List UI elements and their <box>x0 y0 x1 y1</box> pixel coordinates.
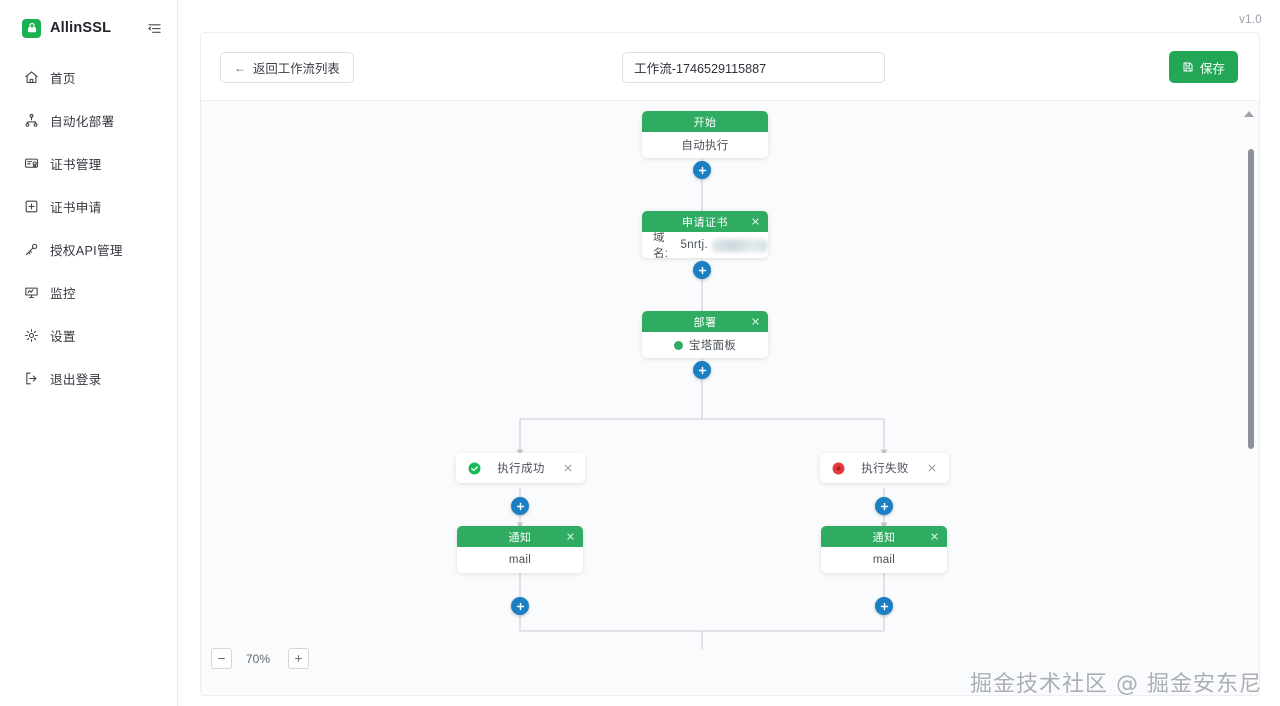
key-icon <box>23 241 39 257</box>
close-icon[interactable] <box>561 462 574 475</box>
certificate-manage-icon <box>23 155 39 171</box>
workflow-node-condition-success[interactable]: 执行成功 <box>456 453 585 483</box>
save-button[interactable]: 保存 <box>1168 51 1238 83</box>
canvas-zoom-controls: 70% <box>211 648 309 669</box>
workflow-canvas[interactable]: 开始 自动执行 申请证书 <box>201 101 1259 695</box>
brand-header: AllinSSL <box>0 8 177 48</box>
sidebar-item-label: 首页 <box>50 71 76 86</box>
workflow-node-condition-fail[interactable]: 执行失败 <box>820 453 949 483</box>
sidebar-item-label: 监控 <box>50 286 76 301</box>
save-button-label: 保存 <box>1199 61 1225 76</box>
menu-collapse-icon[interactable] <box>145 19 163 37</box>
add-node-after-fail[interactable] <box>875 497 893 515</box>
arrow-left-icon: ← <box>234 60 246 75</box>
sidebar-item-label: 设置 <box>50 329 76 344</box>
node-body: 域名: 5nrtj. <box>642 232 768 258</box>
monitor-icon <box>23 284 39 300</box>
vertical-scrollbar-track[interactable] <box>1247 149 1255 495</box>
add-node-after-notify-fail[interactable] <box>875 597 893 615</box>
close-icon[interactable] <box>749 216 761 228</box>
node-body: mail <box>821 547 947 573</box>
node-body: mail <box>457 547 583 573</box>
workflow-name-input[interactable] <box>622 52 885 83</box>
workflow-node-apply-cert[interactable]: 申请证书 域名: 5nrtj. <box>642 211 768 258</box>
node-header: 通知 <box>457 526 583 547</box>
redacted-domain-mask <box>711 238 768 252</box>
sidebar-item-logout[interactable]: 退出登录 <box>10 363 167 393</box>
node-header: 开始 <box>642 111 768 132</box>
vertical-scrollbar-thumb[interactable] <box>1248 149 1254 449</box>
workflow-connectors <box>516 159 888 649</box>
sidebar: AllinSSL 首页 <box>0 0 178 706</box>
node-domain-value: 5nrtj. <box>680 239 708 251</box>
condition-label: 执行成功 <box>497 463 545 475</box>
caret-up-icon[interactable] <box>1244 111 1254 117</box>
zoom-level-label: 70% <box>246 651 271 666</box>
logout-icon <box>23 370 39 386</box>
node-header: 部署 <box>642 311 768 332</box>
back-to-workflow-list-button[interactable]: ← 返回工作流列表 <box>220 52 354 83</box>
zoom-out-button[interactable] <box>211 648 232 669</box>
sitemap-icon <box>23 112 39 128</box>
node-body: 宝塔面板 <box>642 332 768 358</box>
add-node-after-apply[interactable] <box>693 261 711 279</box>
close-icon[interactable] <box>925 462 938 475</box>
sidebar-item-label: 退出登录 <box>50 372 102 387</box>
node-header: 通知 <box>821 526 947 547</box>
sidebar-item-monitor[interactable]: 监控 <box>10 277 167 307</box>
plus-square-icon <box>23 198 39 214</box>
check-circle-icon <box>468 462 481 475</box>
node-body: 自动执行 <box>642 132 768 158</box>
sidebar-nav: 首页 自动化部署 证书管理 <box>0 62 177 393</box>
sidebar-item-label: 证书管理 <box>50 157 102 172</box>
close-icon[interactable] <box>564 531 576 543</box>
condition-label: 执行失败 <box>861 463 909 475</box>
sidebar-item-home[interactable]: 首页 <box>10 62 167 92</box>
node-title: 通知 <box>508 531 532 544</box>
app-topbar: v1.0 <box>178 0 1280 32</box>
workflow-node-start[interactable]: 开始 自动执行 <box>642 111 768 158</box>
error-circle-icon <box>832 462 845 475</box>
add-node-after-notify-success[interactable] <box>511 597 529 615</box>
sidebar-item-label: 自动化部署 <box>50 114 115 129</box>
node-title: 开始 <box>693 116 717 129</box>
node-title: 部署 <box>693 316 717 329</box>
sidebar-item-cert-manage[interactable]: 证书管理 <box>10 148 167 178</box>
node-body-text: mail <box>508 554 532 566</box>
sidebar-item-cert-apply[interactable]: 证书申请 <box>10 191 167 221</box>
node-body-text: 宝塔面板 <box>688 340 737 352</box>
node-title: 申请证书 <box>682 216 728 229</box>
sidebar-item-settings[interactable]: 设置 <box>10 320 167 350</box>
gear-icon <box>23 327 39 343</box>
main-area: v1.0 ← 返回工作流列表 保存 <box>178 0 1280 706</box>
home-icon <box>23 69 39 85</box>
node-body-text: 自动执行 <box>681 140 729 152</box>
node-title: 通知 <box>872 531 896 544</box>
workflow-node-deploy[interactable]: 部署 宝塔面板 <box>642 311 768 358</box>
add-node-after-deploy[interactable] <box>693 361 711 379</box>
workflow-node-notify-fail[interactable]: 通知 mail <box>821 526 947 573</box>
sidebar-item-automation-deploy[interactable]: 自动化部署 <box>10 105 167 135</box>
workflow-editor-panel: ← 返回工作流列表 保存 <box>200 32 1260 696</box>
node-header: 申请证书 <box>642 211 768 232</box>
node-domain-label: 域名: <box>653 232 669 258</box>
back-button-label: 返回工作流列表 <box>253 61 340 76</box>
brand-name: AllinSSL <box>50 20 112 36</box>
add-node-after-success[interactable] <box>511 497 529 515</box>
zoom-in-button[interactable] <box>288 648 309 669</box>
close-icon[interactable] <box>749 316 761 328</box>
workflow-canvas-inner: 开始 自动执行 申请证书 <box>201 101 1259 695</box>
lock-icon <box>22 18 41 38</box>
add-node-after-start[interactable] <box>693 161 711 179</box>
sidebar-item-label: 授权API管理 <box>50 243 123 258</box>
sidebar-item-api-manage[interactable]: 授权API管理 <box>10 234 167 264</box>
workflow-toolbar: ← 返回工作流列表 保存 <box>201 33 1259 101</box>
bt-panel-icon <box>673 340 683 350</box>
version-label: v1.0 <box>1239 14 1262 26</box>
sidebar-item-label: 证书申请 <box>50 200 102 215</box>
save-disk-icon <box>1182 61 1194 73</box>
node-body-text: mail <box>872 554 896 566</box>
close-icon[interactable] <box>928 531 940 543</box>
workflow-node-notify-success[interactable]: 通知 mail <box>457 526 583 573</box>
